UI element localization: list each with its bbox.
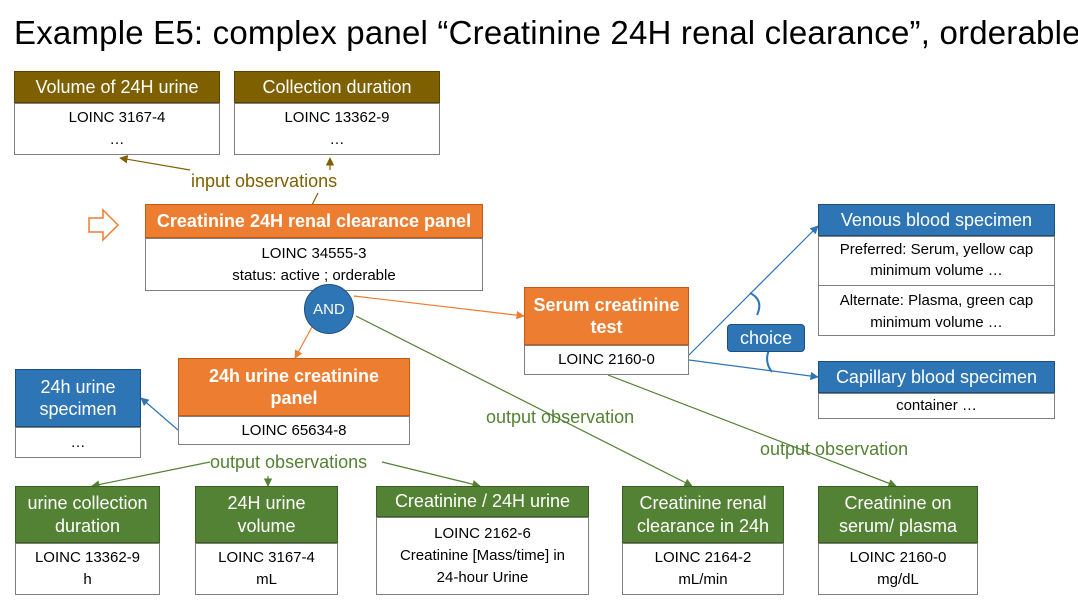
obs-collection-loinc: LOINC 13362-9	[34, 549, 141, 567]
urine-specimen-body: …	[15, 427, 141, 458]
capillary-body: container …	[818, 393, 1055, 419]
serum-test-body: LOINC 2160-0	[524, 345, 689, 375]
volume-urine-ellipsis: …	[109, 131, 125, 148]
slide-title: Example E5: complex panel “Creatinine 24…	[14, 14, 1078, 51]
panel-status: status: active ; orderable	[232, 266, 396, 284]
urine-edge-creat24	[381, 461, 481, 489]
urine-panel-body: LOINC 65634-8	[178, 416, 410, 445]
and-edge-clearance	[355, 315, 693, 487]
right-arrow-outline-icon	[88, 208, 120, 242]
urine-panel-edge-specimen	[140, 397, 179, 431]
collection-duration-header: Collection duration	[234, 71, 440, 103]
obs-creat24-loinc: LOINC 2162-6	[434, 525, 531, 543]
serum-edge-venous	[688, 225, 819, 356]
obs-creat24-body: LOINC 2162-6 Creatinine [Mass/time] in 2…	[376, 517, 589, 595]
panel-loinc: LOINC 34555-3	[261, 244, 367, 262]
venous-alternate: Alternate: Plasma, green cap minimum vol…	[840, 290, 1033, 334]
panel-header: Creatinine 24H renal clearance panel	[145, 204, 483, 238]
output-observation-label-1: output observation	[486, 407, 635, 427]
volume-urine-body: LOINC 3167-4 …	[14, 103, 220, 155]
serum-test-loinc: LOINC 2160-0	[558, 351, 655, 369]
volume-urine-loinc: LOINC 3167-4	[68, 109, 166, 127]
urine-edge-collection	[91, 461, 211, 489]
obs-volume-body: LOINC 3167-4 mL	[195, 543, 338, 595]
output-observation-label-2: output observation	[760, 439, 909, 459]
obs-serum-unit: mg/dL	[877, 571, 919, 588]
venous-body: Preferred: Serum, yellow cap minimum vol…	[818, 236, 1055, 336]
obs-volume-unit: mL	[256, 571, 277, 588]
choice-node: choice	[727, 324, 805, 352]
and-edge-serum	[353, 295, 525, 320]
obs-collection-body: LOINC 13362-9 h	[15, 543, 160, 595]
urine-specimen-header-line1: 24h urine	[40, 376, 116, 397]
input-edge-panel	[311, 192, 319, 206]
serum-test-header: Serum creatinine test	[524, 287, 689, 345]
serum-edge-capillary	[688, 359, 819, 381]
output-observations-label: output observations	[210, 452, 368, 472]
collection-duration-ellipsis: …	[329, 131, 345, 148]
obs-clearance-header: Creatinine renal clearance in 24h	[622, 486, 784, 543]
urine-panel-loinc: LOINC 65634-8	[241, 421, 347, 439]
obs-collection-unit: h	[83, 571, 92, 588]
obs-volume-header-line1: 24H urine	[227, 493, 306, 513]
urine-panel-header-line1: 24h urine creatinine	[208, 365, 380, 386]
obs-serum-body: LOINC 2160-0 mg/dL	[818, 543, 978, 595]
obs-creat24-desc2: 24-hour Urine	[436, 568, 529, 586]
volume-urine-header: Volume of 24H urine	[14, 71, 220, 103]
urine-panel-header-line2: panel	[270, 388, 318, 408]
obs-serum-header-line2: serum/ plasma	[838, 515, 958, 536]
obs-collection-header-line1: urine collection	[27, 493, 148, 513]
serum-test-header-line1: Serum creatinine	[533, 294, 680, 315]
serum-test-header-line2: test	[590, 317, 623, 337]
obs-volume-header-line2: volume	[237, 515, 296, 536]
collection-duration-body: LOINC 13362-9 …	[234, 103, 440, 155]
venous-alternate-line2: minimum volume …	[870, 313, 1003, 331]
obs-volume-loinc: LOINC 3167-4	[218, 549, 315, 567]
panel-body: LOINC 34555-3 status: active ; orderable	[145, 238, 483, 291]
obs-collection-header-line2: duration	[54, 515, 121, 536]
urine-specimen-header: 24h urine specimen	[15, 369, 141, 427]
capillary-header: Capillary blood specimen	[818, 361, 1055, 393]
and-edge-urine-panel	[294, 326, 313, 359]
obs-collection-header: urine collection duration	[15, 486, 160, 543]
obs-clearance-header-line2: clearance in 24h	[636, 515, 770, 536]
venous-preferred-line2: minimum volume …	[870, 262, 1003, 280]
serum-edge-obs	[607, 374, 897, 488]
obs-creat24-desc1: Creatinine [Mass/time] in	[399, 547, 566, 565]
venous-preferred: Preferred: Serum, yellow cap minimum vol…	[840, 239, 1033, 283]
obs-creat24-header: Creatinine / 24H urine	[376, 486, 589, 517]
obs-serum-header-line1: Creatinine on	[844, 493, 952, 513]
venous-preferred-line1: Preferred: Serum, yellow cap	[839, 240, 1034, 258]
obs-clearance-unit: mL/min	[678, 571, 728, 588]
venous-alternate-line1: Alternate: Plasma, green cap	[839, 291, 1034, 309]
urine-specimen-header-line2: specimen	[39, 399, 117, 419]
urine-panel-header: 24h urine creatinine panel	[178, 358, 410, 416]
obs-clearance-loinc: LOINC 2164-2	[654, 549, 752, 567]
obs-serum-loinc: LOINC 2160-0	[849, 549, 947, 567]
and-node: AND	[304, 284, 354, 334]
obs-clearance-body: LOINC 2164-2 mL/min	[622, 543, 784, 595]
input-observations-label: input observations	[191, 171, 338, 191]
venous-divider	[819, 285, 1054, 287]
obs-serum-header: Creatinine on serum/ plasma	[818, 486, 978, 543]
input-edge-volume	[119, 155, 191, 171]
obs-clearance-header-line1: Creatinine renal	[639, 493, 767, 513]
urine-specimen-ellipsis: …	[70, 433, 86, 451]
collection-duration-loinc: LOINC 13362-9	[284, 109, 390, 127]
venous-header: Venous blood specimen	[818, 204, 1055, 236]
obs-volume-header: 24H urine volume	[195, 486, 338, 543]
capillary-container: container …	[896, 397, 977, 415]
